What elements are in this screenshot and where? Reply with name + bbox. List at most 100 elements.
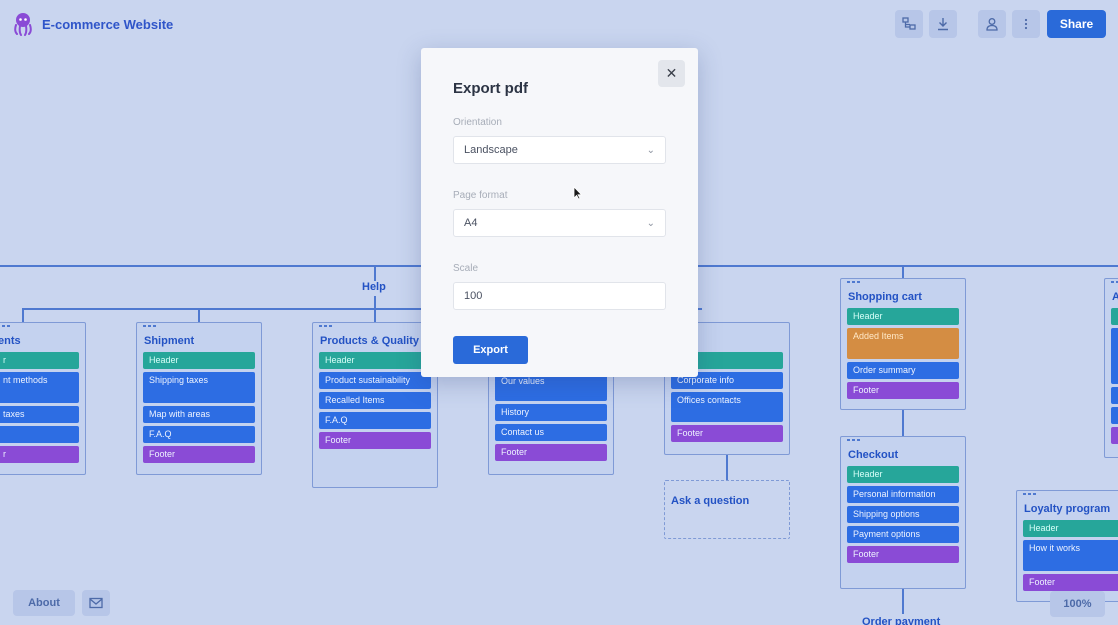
more-vertical-icon (1024, 18, 1028, 30)
block-faq: F.A.Q (143, 426, 255, 443)
block-shipping-taxes: Shipping taxes (143, 372, 255, 403)
block-our-values: Our values (495, 373, 607, 401)
orientation-select[interactable]: Landscape ⌄ (453, 136, 666, 164)
block-header: r (0, 352, 79, 369)
block-header: Header (143, 352, 255, 369)
user-icon (986, 18, 998, 31)
block-content (1111, 387, 1118, 404)
block-header: Header (1023, 520, 1118, 537)
block-footer: Footer (847, 382, 959, 399)
connector-line (902, 265, 904, 278)
connector-line (22, 308, 24, 322)
sitemap-view-button[interactable] (895, 10, 923, 38)
connector-line (198, 308, 200, 322)
help-node-label[interactable]: Help (362, 281, 386, 293)
card-dots (847, 437, 959, 444)
card-title: Shipment (144, 335, 195, 347)
app-title: E-commerce Website (42, 16, 174, 32)
card-dots (847, 279, 959, 286)
share-button[interactable]: Share (1047, 10, 1106, 38)
page-format-select[interactable]: A4 ⌄ (453, 209, 666, 237)
ask-a-question-node[interactable]: Ask a question (664, 480, 790, 539)
block-footer: Footer (495, 444, 607, 461)
block-product-sustainability: Product sustainability (319, 372, 431, 389)
page-format-label: Page format (453, 190, 508, 201)
zoom-level[interactable]: 100% (1050, 591, 1105, 617)
chevron-down-icon: ⌄ (646, 217, 655, 229)
order-payment-node-label[interactable]: Order payment (862, 616, 941, 625)
connector-line (902, 588, 904, 614)
sitemap-icon (902, 17, 916, 30)
close-icon: ✕ (665, 65, 678, 81)
card-dots (319, 323, 431, 330)
connector-line (726, 455, 728, 480)
card-payments[interactable]: ents r nt methods taxes r (0, 322, 86, 475)
export-button[interactable]: Export (453, 336, 528, 364)
block-personal-information: Personal information (847, 486, 959, 503)
block-added-items: Added Items (847, 328, 959, 359)
octopus-icon (14, 13, 32, 36)
block-order-summary: Order summary (847, 362, 959, 379)
page-format-value: A4 (464, 217, 478, 229)
block-footer: Footer (847, 546, 959, 563)
app-brand[interactable]: E-commerce Website (12, 12, 173, 36)
block-footer: Footer (1023, 574, 1118, 591)
card-shopping-cart[interactable]: Shopping cart Header Added Items Order s… (840, 278, 966, 410)
download-button[interactable] (929, 10, 957, 38)
user-button[interactable] (978, 10, 1006, 38)
scale-value: 100 (464, 290, 483, 302)
block-header: Header (319, 352, 431, 369)
download-icon (938, 18, 948, 31)
block-how-it-works: How it works (1023, 540, 1118, 571)
block-corporate-info: Corporate info (671, 372, 783, 389)
block-content (1111, 407, 1118, 424)
scale-label: Scale (453, 263, 479, 274)
block-faq: F.A.Q (319, 412, 431, 429)
block-contact-us: Contact us (495, 424, 607, 441)
orientation-label: Orientation (453, 117, 502, 128)
card-dots (143, 323, 255, 330)
block-footer: r (0, 446, 79, 463)
more-options-button[interactable] (1012, 10, 1040, 38)
block-content (1111, 328, 1118, 384)
block-history: History (495, 404, 607, 421)
chevron-down-icon: ⌄ (646, 144, 655, 156)
block-header (1111, 308, 1118, 325)
card-shipment[interactable]: Shipment Header Shipping taxes Map with … (136, 322, 262, 475)
card-loyalty-program[interactable]: Loyalty program Header How it works Foot… (1016, 490, 1118, 602)
close-button[interactable]: ✕ (658, 60, 685, 87)
block-taxes: taxes (0, 406, 79, 423)
block-header: Header (847, 308, 959, 325)
card-dots (1023, 491, 1118, 498)
block-footer: Footer (319, 432, 431, 449)
block-payment-methods: nt methods (0, 372, 79, 403)
block-footer: Footer (671, 425, 783, 442)
card-title: A (1112, 291, 1118, 303)
block-footer (1111, 427, 1118, 444)
connector-line (374, 296, 376, 309)
card-products-quality[interactable]: Products & Quality Header Product sustai… (312, 322, 438, 488)
connector-line (22, 308, 702, 310)
scale-input[interactable]: 100 (453, 282, 666, 310)
block-shipping-options: Shipping options (847, 506, 959, 523)
card-dots (0, 323, 79, 330)
about-button[interactable]: About (13, 590, 75, 616)
block-map-with-areas: Map with areas (143, 406, 255, 423)
connector-line (902, 409, 904, 436)
mail-icon (89, 597, 103, 609)
block-payment-options: Payment options (847, 526, 959, 543)
card-checkout[interactable]: Checkout Header Personal information Shi… (840, 436, 966, 589)
card-title: Products & Quality (320, 335, 420, 347)
block-offices-contacts: Offices contacts (671, 392, 783, 422)
block-footer: Footer (143, 446, 255, 463)
orientation-value: Landscape (464, 144, 518, 156)
card-right-edge[interactable]: A (1104, 278, 1118, 458)
mail-button[interactable] (82, 590, 110, 616)
connector-line (374, 308, 376, 322)
card-title: Checkout (848, 449, 899, 461)
connector-line (374, 265, 376, 281)
card-title: Shopping cart (848, 291, 922, 303)
dialog-title: Export pdf (453, 80, 528, 97)
block-content (0, 426, 79, 443)
card-title: Loyalty program (1024, 503, 1111, 515)
